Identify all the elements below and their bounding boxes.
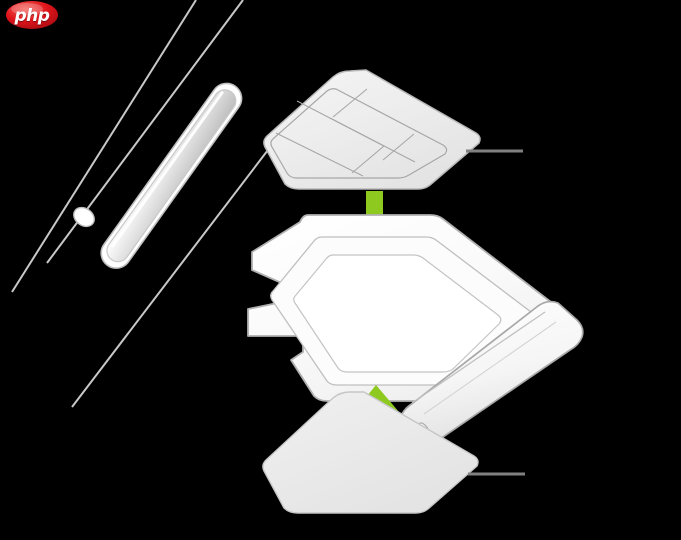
phone-edge-line-outer [11, 0, 197, 293]
sim-tray-rim-seam [411, 311, 546, 404]
php-logo-ellipse [6, 1, 58, 29]
phone-edge-line-lower [71, 124, 288, 408]
sim-tray-pocket [293, 254, 502, 373]
php-logo-gloss [11, 3, 43, 15]
php-watermark: php [6, 2, 58, 30]
php-watermark-label: php [14, 6, 50, 26]
sim-card-bottom-body [262, 391, 479, 514]
sim-slot-highlight [111, 91, 224, 248]
php-logo-shape [6, 1, 58, 29]
sim-card-contact-segments [275, 88, 416, 177]
sim-card-top [263, 69, 523, 190]
sim-card-bottom [262, 391, 525, 514]
sim-slot [73, 82, 243, 269]
sim-card-contact-outline [270, 88, 448, 179]
sim-tray [247, 214, 584, 446]
sim-eject-pinhole [73, 206, 95, 228]
sim-slot-inner [106, 89, 237, 263]
sim-tray-rim-seam-2 [423, 321, 557, 415]
